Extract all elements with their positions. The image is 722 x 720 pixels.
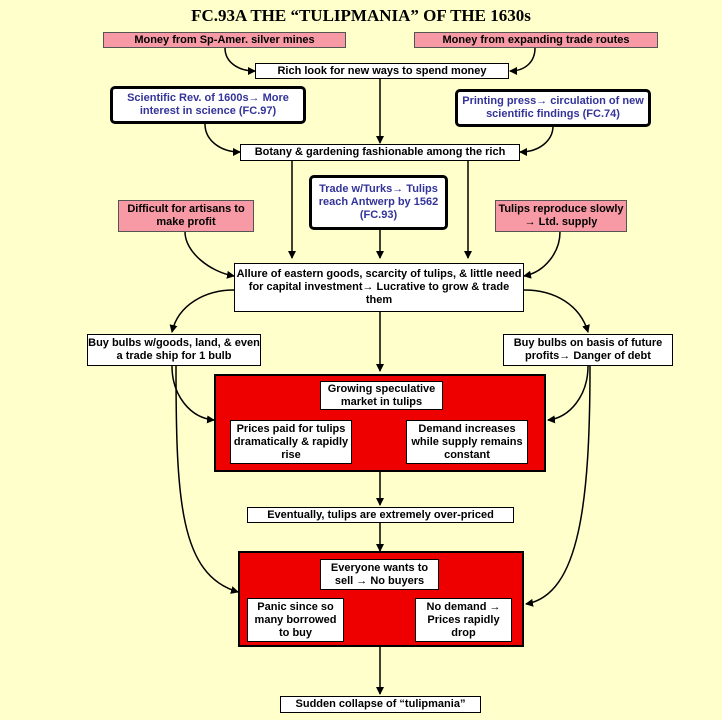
trade-turks-box: Trade w/Turks→ Tulips reach Antwerp by 1… (309, 175, 448, 230)
overpriced-box: Eventually, tulips are extremely over-pr… (247, 507, 514, 523)
collapse-box: Sudden collapse of “tulipmania” (280, 696, 481, 713)
prices-rise-box: Prices paid for tulips dramatically & ra… (230, 420, 352, 464)
buy-goods-box: Buy bulbs w/goods, land, & even a trade … (87, 334, 261, 366)
printing-press-box: Printing press→ circulation of new scien… (455, 89, 651, 127)
artisans-box: Difficult for artisans to make profit (118, 200, 254, 232)
page-title: FC.93A THE “TULIPMANIA” OF THE 1630s (191, 6, 531, 25)
rich-look-box: Rich look for new ways to spend money (255, 63, 509, 79)
no-demand-box: No demand → Prices rapidly drop (415, 598, 512, 642)
trade-routes-box: Money from expanding trade routes (414, 32, 658, 48)
buy-future-box: Buy bulbs on basis of future profits→ Da… (503, 334, 673, 366)
speculative-market-box: Growing speculative market in tulips (320, 381, 443, 410)
demand-increases-box: Demand increases while supply remains co… (406, 420, 528, 464)
botany-box: Botany & gardening fashionable among the… (240, 144, 520, 161)
panic-box: Panic since so many borrowed to buy (247, 598, 344, 642)
tulips-reproduce-box: Tulips reproduce slowly → Ltd. supply (495, 200, 627, 232)
allure-box: Allure of eastern goods, scarcity of tul… (234, 263, 524, 312)
silver-mines-box: Money from Sp-Amer. silver mines (103, 32, 346, 48)
scientific-revolution-box: Scientific Rev. of 1600s→ More interest … (110, 86, 306, 124)
everyone-sell-box: Everyone wants to sell → No buyers (320, 559, 439, 590)
